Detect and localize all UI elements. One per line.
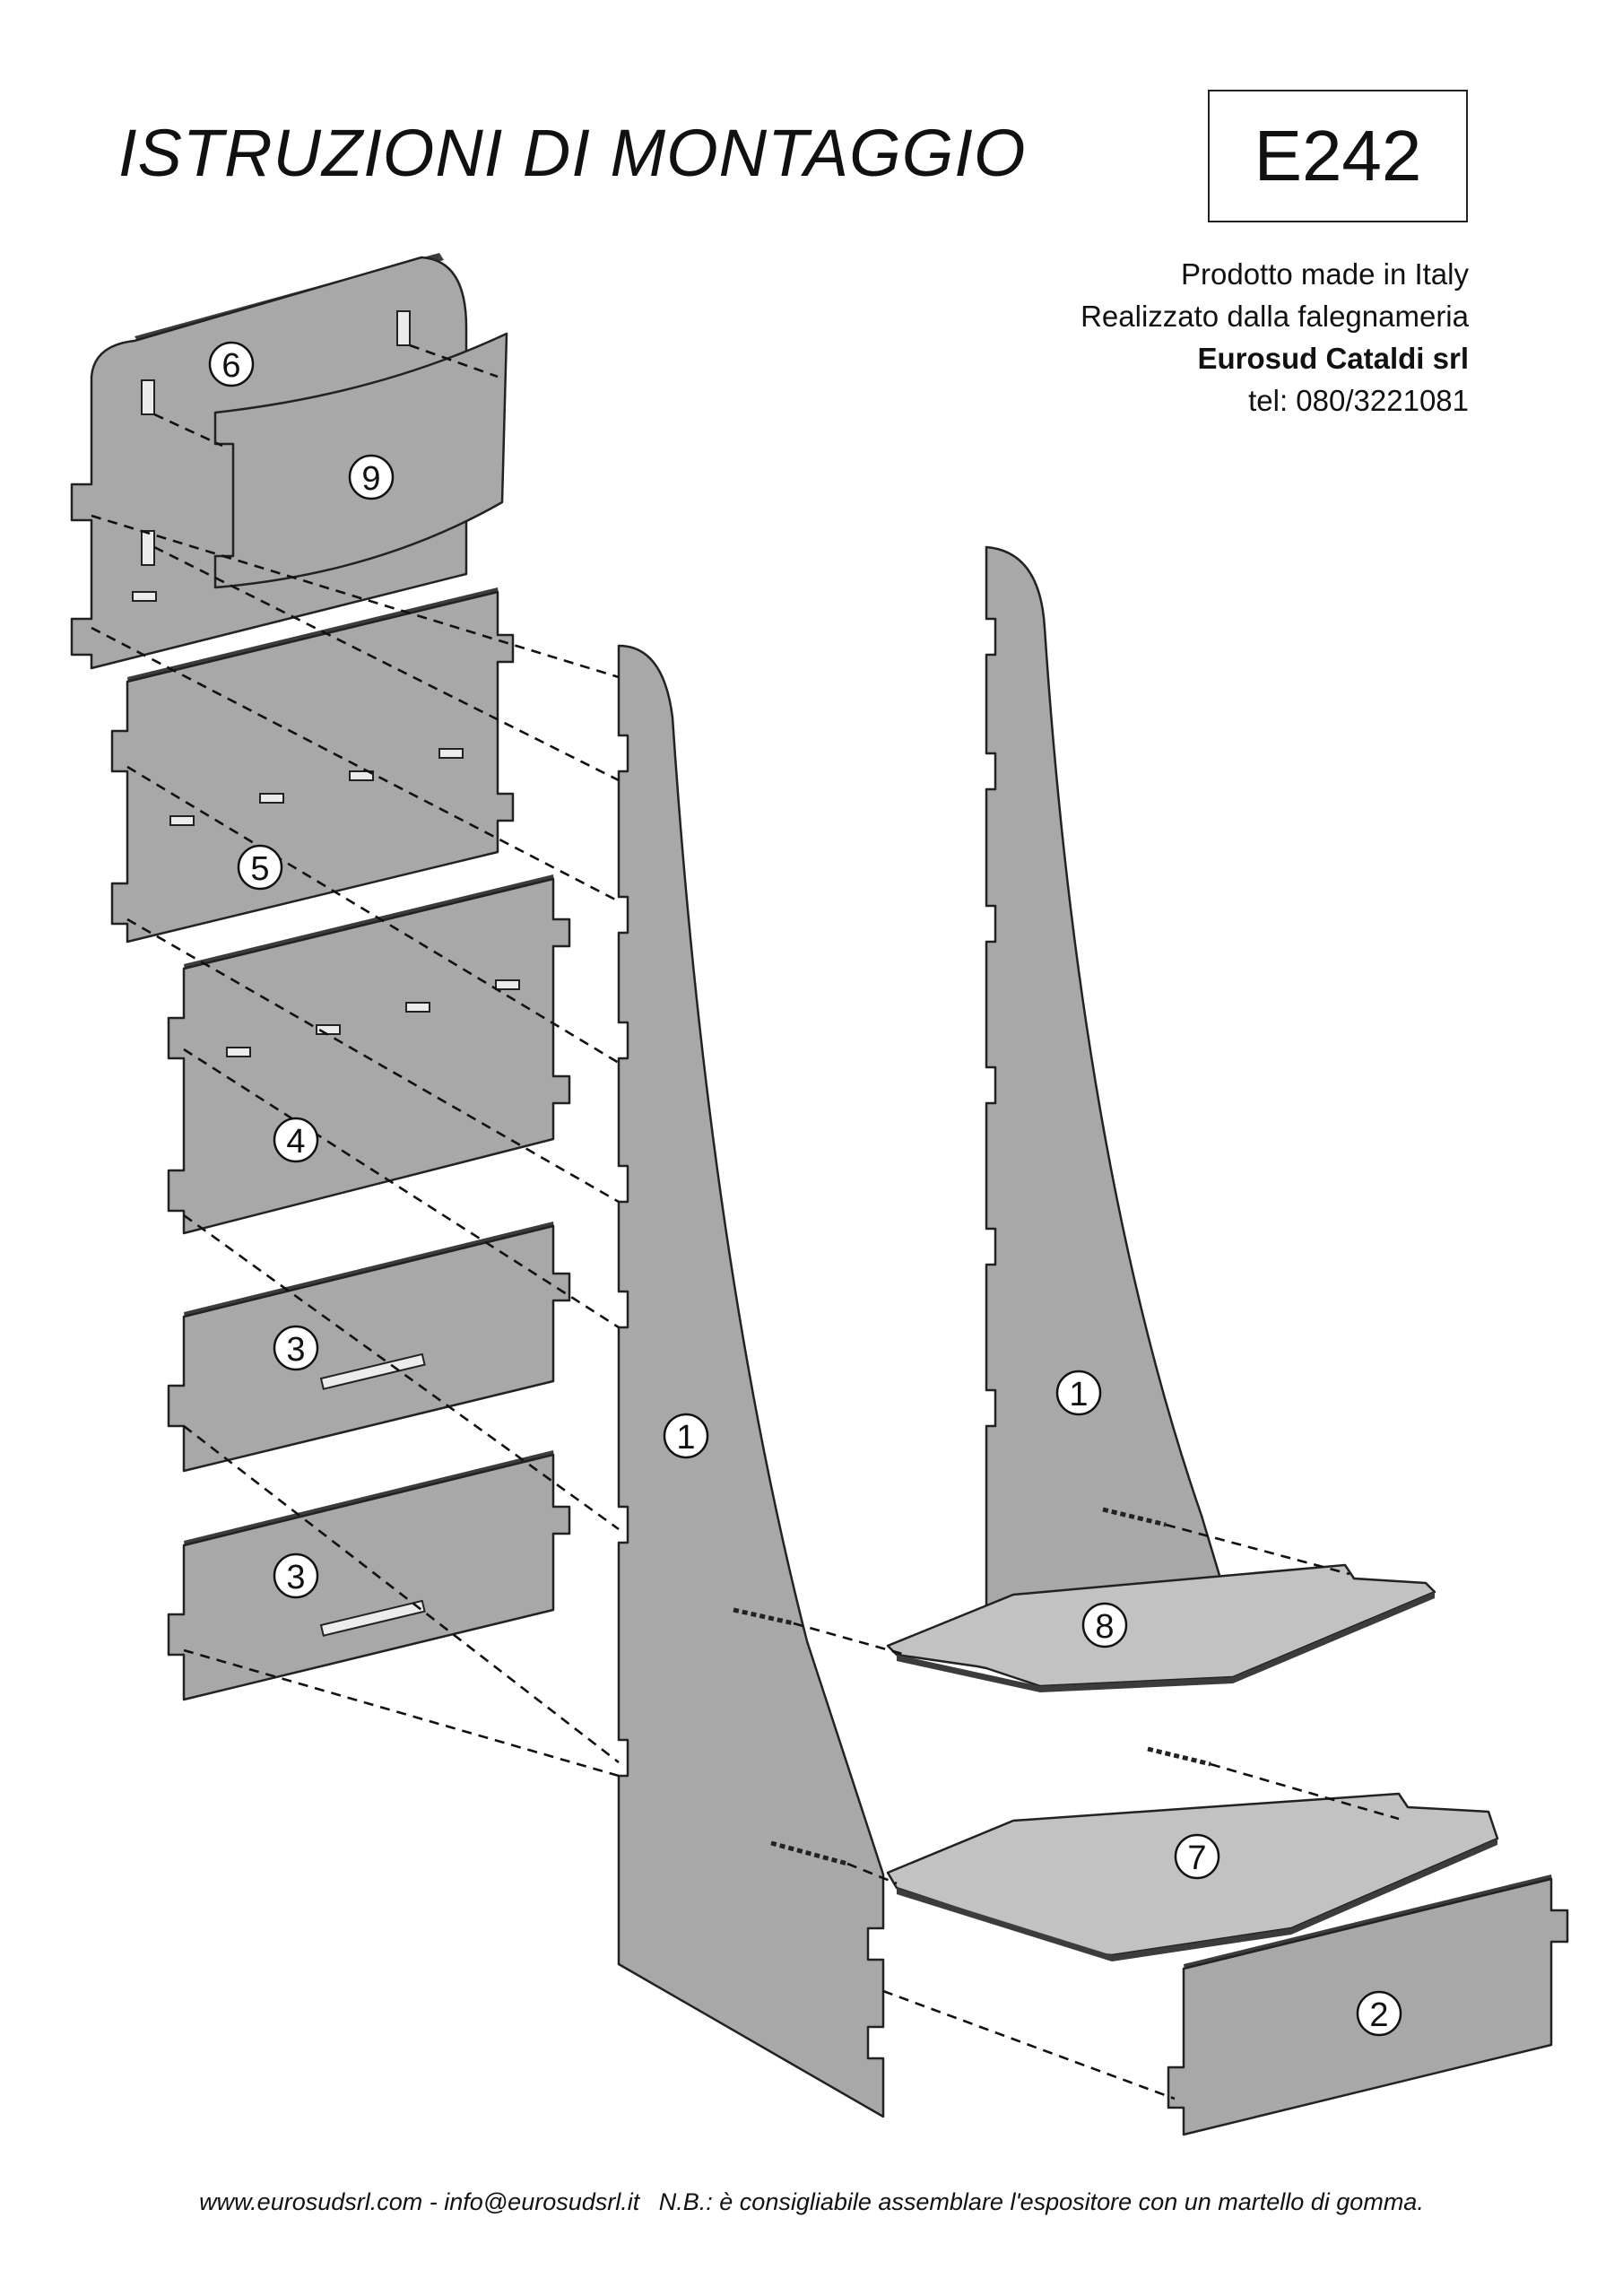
callout-part-3-upper: 3: [273, 1325, 319, 1371]
callout-part-9: 9: [348, 454, 395, 500]
assembly-guides: [91, 344, 1400, 2100]
maker-line-workshop: Realizzato dalla falegnameria: [1081, 300, 1469, 333]
part-1-slot: [733, 1607, 794, 1626]
part-6-slot: [132, 591, 157, 602]
part-3-slot: [319, 1352, 426, 1390]
part-number: 2: [1369, 1996, 1388, 2034]
callout-part-7: 7: [1174, 1833, 1220, 1880]
part-number: 1: [676, 1419, 695, 1457]
part-3-slot: [319, 1599, 426, 1637]
part-5-slot: [169, 815, 195, 826]
part-3-panel-upper: [167, 1222, 571, 1473]
part-6-slot: [141, 379, 155, 415]
part-4-slot: [405, 1002, 430, 1013]
part-8-shelf: [886, 1563, 1436, 1692]
part-5-slot: [438, 748, 464, 759]
page-title: ISTRUZIONI DI MONTAGGIO: [118, 116, 1027, 190]
part-1-slot: [1102, 1507, 1167, 1527]
callout-part-6: 6: [208, 341, 255, 387]
footer-contacts: www.eurosudsrl.com - info@eurosudsrl.it: [199, 2188, 640, 2215]
part-1-side-right: [985, 545, 1230, 1767]
part-1-side-left: [617, 644, 885, 2118]
callout-part-3-lower: 3: [273, 1552, 319, 1599]
part-5-slot: [259, 793, 284, 804]
part-4-panel: [167, 874, 571, 1235]
part-5-slot: [349, 770, 374, 781]
callout-part-8: 8: [1081, 1602, 1128, 1648]
part-1-slot: [770, 1840, 848, 1866]
part-number: 1: [1069, 1376, 1088, 1413]
maker-info: Prodotto made in Italy Realizzato dalla …: [1081, 253, 1469, 422]
footer-note: N.B.: è consigliabile assemblare l'espos…: [658, 2188, 1424, 2215]
part-4-slot: [495, 979, 520, 990]
part-number: 3: [286, 1331, 305, 1369]
part-4-slot: [226, 1047, 251, 1057]
part-number: 4: [286, 1123, 305, 1161]
product-code-box: E242: [1208, 90, 1468, 222]
maker-company: Eurosud Cataldi srl: [1197, 342, 1469, 375]
part-6-slot: [141, 530, 155, 566]
product-code: E242: [1254, 116, 1422, 196]
part-number: 5: [250, 850, 269, 888]
maker-phone: tel: 080/3221081: [1248, 384, 1469, 417]
part-number: 7: [1187, 1839, 1206, 1877]
callout-part-4: 4: [273, 1117, 319, 1163]
callout-part-5: 5: [237, 844, 283, 891]
callout-part-1-right: 1: [1055, 1370, 1102, 1416]
part-1-slot: [1147, 1746, 1211, 1767]
part-number: 8: [1095, 1608, 1114, 1646]
maker-line-origin: Prodotto made in Italy: [1180, 257, 1469, 291]
part-number: 9: [361, 460, 380, 498]
part-number: 3: [286, 1559, 305, 1596]
part-number: 6: [221, 347, 240, 385]
callout-part-2: 2: [1356, 1990, 1402, 2037]
footer: www.eurosudsrl.com - info@eurosudsrl.it …: [0, 2188, 1623, 2216]
callout-part-1-left: 1: [663, 1413, 709, 1459]
part-3-panel-lower: [167, 1450, 571, 1701]
part-6-slot: [396, 310, 411, 346]
